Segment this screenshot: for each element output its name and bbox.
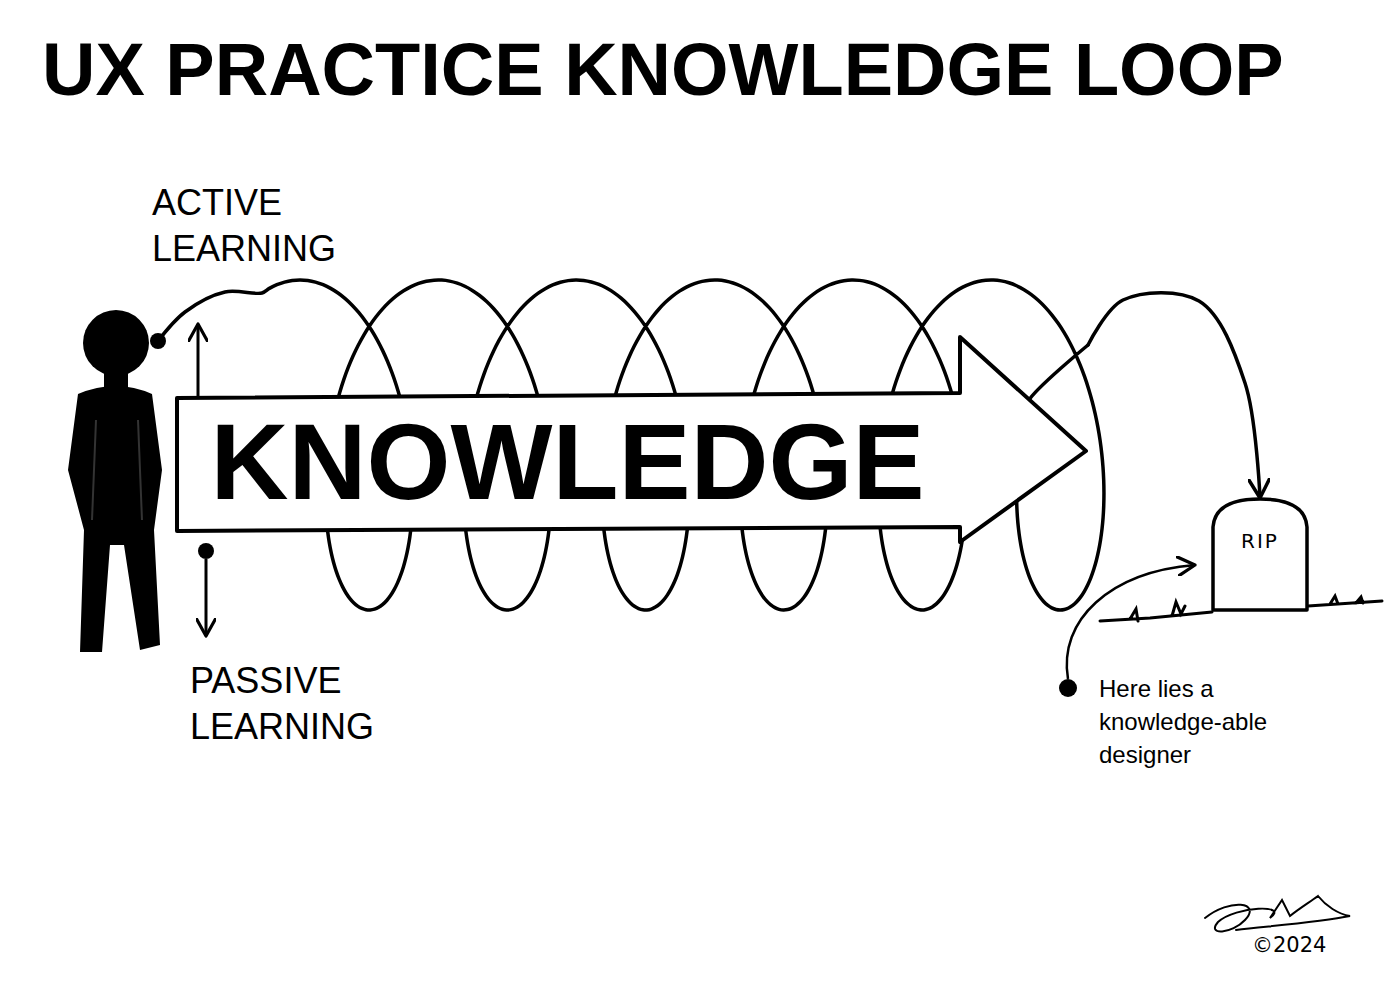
passive-dot (198, 543, 214, 559)
knowledge-arrow: KNOWLEDGE (175, 335, 1088, 545)
learning-label: PASSIVE LEARNING (190, 658, 405, 750)
diagram-title: UX PRACTICE KNOWLEDGE LOOP (42, 33, 1284, 107)
passive-arrow (205, 559, 208, 636)
loop-arrow (1088, 293, 1260, 498)
coil-loop (158, 280, 1104, 610)
arrow-label: KNOWLEDGE (211, 408, 925, 516)
learning-label: ACTIVE LEARNING (152, 180, 367, 272)
person-neck (104, 372, 128, 388)
leader-line (1067, 565, 1195, 679)
person-figure (68, 310, 162, 652)
active-arrow (197, 324, 200, 400)
person-body (68, 386, 162, 652)
leader-dot (1059, 679, 1077, 697)
person-head (83, 310, 149, 376)
arrow-band-shape (177, 337, 1086, 542)
person-arm-line (92, 420, 142, 520)
tomb-inscription: RIP (1241, 529, 1279, 553)
tombstone: RIP (1210, 495, 1310, 610)
copyright-note: ©2024 (1252, 932, 1372, 958)
signature (1205, 896, 1350, 932)
start-dot (150, 333, 166, 349)
tombstone-shape (1213, 499, 1307, 610)
epitaph-note: Here lies a knowledge-able designer (1099, 672, 1314, 771)
